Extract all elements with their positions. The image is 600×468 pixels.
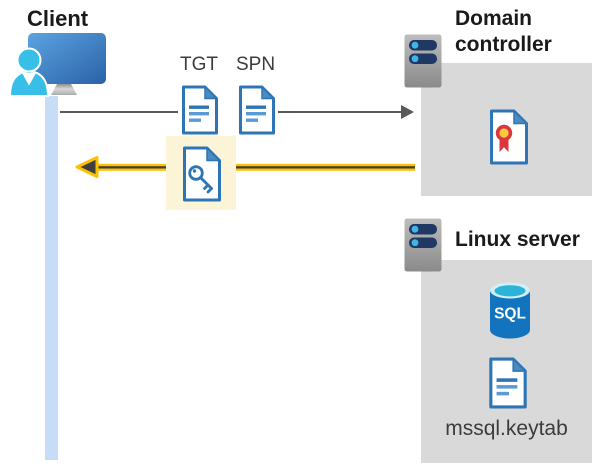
monitor-stand-shape xyxy=(51,84,77,95)
linux-server-icon xyxy=(404,218,442,272)
monitor-shape xyxy=(28,33,106,84)
request-arrow-line-left xyxy=(60,111,178,113)
keytab-file-label: mssql.keytab xyxy=(445,417,568,440)
response-arrow xyxy=(75,156,415,178)
sql-icon-label: SQL xyxy=(494,306,526,323)
spn-document-icon xyxy=(239,85,276,135)
domain-controller-label: Domain controller xyxy=(455,7,552,57)
certificate-ribbon-shape xyxy=(499,139,509,152)
key-glyph xyxy=(188,165,213,194)
person-head-shape xyxy=(16,47,42,73)
key-document-icon xyxy=(183,146,222,202)
domain-controller-server-icon xyxy=(404,34,442,88)
spn-label: SPN xyxy=(236,54,276,75)
request-arrow-line-right xyxy=(278,111,402,113)
tgt-label: TGT xyxy=(180,54,218,75)
person-collar-shape xyxy=(22,73,36,86)
tgt-document-icon xyxy=(182,85,219,135)
response-arrowhead-icon xyxy=(75,156,99,178)
client-computer-icon xyxy=(8,33,106,97)
request-arrowhead-icon xyxy=(401,105,414,119)
certificate-icon xyxy=(490,109,529,165)
client-label: Client xyxy=(27,6,89,31)
keytab-document-icon xyxy=(489,357,528,409)
linux-server-label: Linux server xyxy=(455,228,580,251)
client-lifeline-bar xyxy=(45,96,58,460)
sql-database-icon: SQL xyxy=(490,282,530,339)
